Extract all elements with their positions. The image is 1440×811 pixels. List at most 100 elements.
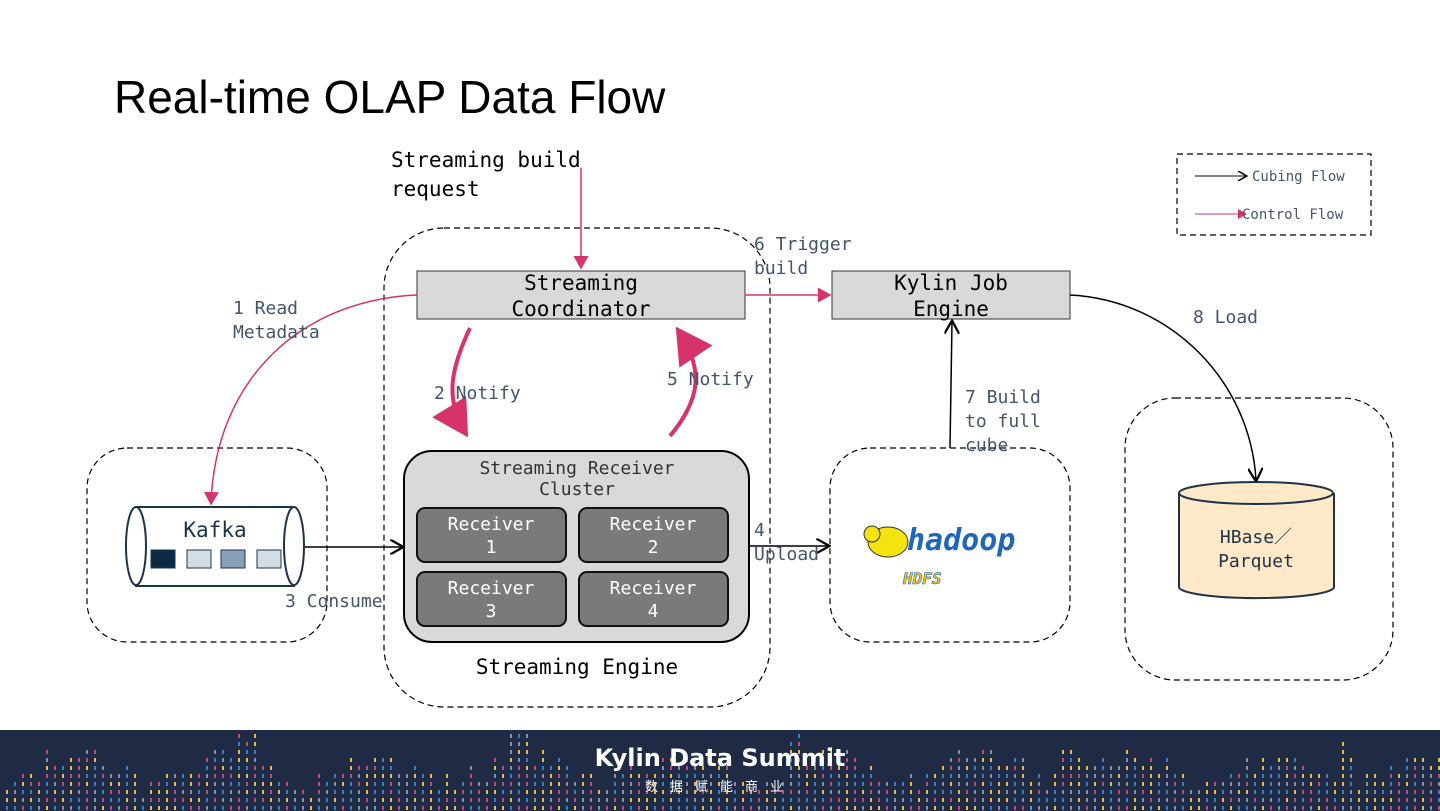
footer-dot — [78, 782, 80, 786]
footer-dot — [1070, 798, 1072, 802]
footer-dot — [1238, 782, 1240, 786]
footer-dot — [838, 758, 840, 762]
footer-dot — [1142, 790, 1144, 794]
footer-dot — [806, 766, 808, 770]
footer-dot — [534, 806, 536, 810]
footer-dot — [438, 806, 440, 810]
footer-dot — [1390, 790, 1392, 794]
footer-dot — [1350, 782, 1352, 786]
footer-dot — [366, 782, 368, 786]
footer-dot — [1214, 782, 1216, 786]
footer-dot — [598, 790, 600, 794]
footer-dot — [326, 798, 328, 802]
footer-dot — [94, 782, 96, 786]
footer-dot — [46, 806, 48, 810]
footer-dot — [1126, 790, 1128, 794]
footer-dot — [1414, 806, 1416, 810]
footer-dot — [798, 758, 800, 762]
footer-dot — [22, 798, 24, 802]
footer-dot — [782, 806, 784, 810]
footer-dot — [742, 782, 744, 786]
footer-dot — [1246, 782, 1248, 786]
footer-dot — [318, 774, 320, 778]
footer-dot — [86, 750, 88, 754]
footer-dot — [446, 806, 448, 810]
footer-dot — [334, 774, 336, 778]
footer-dot — [78, 798, 80, 802]
svg-text:Upload: Upload — [754, 544, 819, 565]
footer-dot — [310, 806, 312, 810]
footer-dot — [1398, 790, 1400, 794]
footer-dot — [1198, 790, 1200, 794]
footer-dot — [942, 782, 944, 786]
footer-dot — [1374, 806, 1376, 810]
footer-dot — [998, 806, 1000, 810]
footer-dot — [318, 782, 320, 786]
footer-dot — [806, 798, 808, 802]
footer-dot — [366, 798, 368, 802]
footer-dot — [1030, 782, 1032, 786]
footer-dot — [430, 806, 432, 810]
footer-dot — [214, 750, 216, 754]
footer-dot — [670, 782, 672, 786]
footer-dot — [1270, 782, 1272, 786]
footer-dot — [1150, 806, 1152, 810]
footer-dot — [1286, 766, 1288, 770]
footer-dot — [566, 766, 568, 770]
footer-dot — [1334, 798, 1336, 802]
footer-dot — [382, 806, 384, 810]
footer-dot — [1134, 758, 1136, 762]
footer-dot — [758, 806, 760, 810]
footer-dot — [686, 790, 688, 794]
footer-dot — [678, 782, 680, 786]
footer-dot — [470, 782, 472, 786]
footer-dot — [790, 766, 792, 770]
footer-dot — [582, 798, 584, 802]
footer-dot — [806, 774, 808, 778]
footer-dot — [526, 766, 528, 770]
footer-dot — [1262, 806, 1264, 810]
footer-dot — [702, 806, 704, 810]
footer-dot — [1150, 790, 1152, 794]
footer-dot — [1390, 798, 1392, 802]
footer-dot — [670, 790, 672, 794]
footer-dot — [1070, 782, 1072, 786]
footer-dot — [350, 782, 352, 786]
footer-dot — [222, 766, 224, 770]
streaming-engine-group — [383, 227, 771, 708]
footer-dot — [446, 782, 448, 786]
footer-dot — [854, 790, 856, 794]
footer-dot — [1326, 790, 1328, 794]
footer-dot — [726, 782, 728, 786]
footer-dot — [1246, 806, 1248, 810]
footer-dot — [1326, 774, 1328, 778]
footer-dot — [1062, 798, 1064, 802]
footer-dot — [1078, 758, 1080, 762]
footer-dot — [990, 798, 992, 802]
footer-dot — [230, 758, 232, 762]
footer-dot — [1366, 774, 1368, 778]
footer-dot — [1166, 758, 1168, 762]
footer-dot — [1278, 790, 1280, 794]
footer-dot — [14, 798, 16, 802]
footer-dot — [934, 790, 936, 794]
footer-dot — [854, 798, 856, 802]
footer-dot — [1198, 798, 1200, 802]
footer-dot — [974, 774, 976, 778]
footer-dot — [1334, 806, 1336, 810]
footer-dot — [54, 782, 56, 786]
footer-dot — [1342, 798, 1344, 802]
footer-dot — [990, 790, 992, 794]
footer-dot — [222, 774, 224, 778]
step-5-label: 5 Notify — [667, 369, 754, 390]
footer-dot — [870, 798, 872, 802]
footer-dot — [62, 774, 64, 778]
data-flow-diagram: Cubing Flow Control Flow Streaming build… — [86, 148, 1394, 708]
footer-dot — [1102, 790, 1104, 794]
hadoop-hdfs-logo: hadoop HDFS — [863, 523, 1015, 588]
step-4-label: 4 — [754, 520, 765, 541]
footer-dot — [1142, 774, 1144, 778]
footer-dot — [86, 798, 88, 802]
footer-dot — [1222, 798, 1224, 802]
footer-dot — [390, 806, 392, 810]
